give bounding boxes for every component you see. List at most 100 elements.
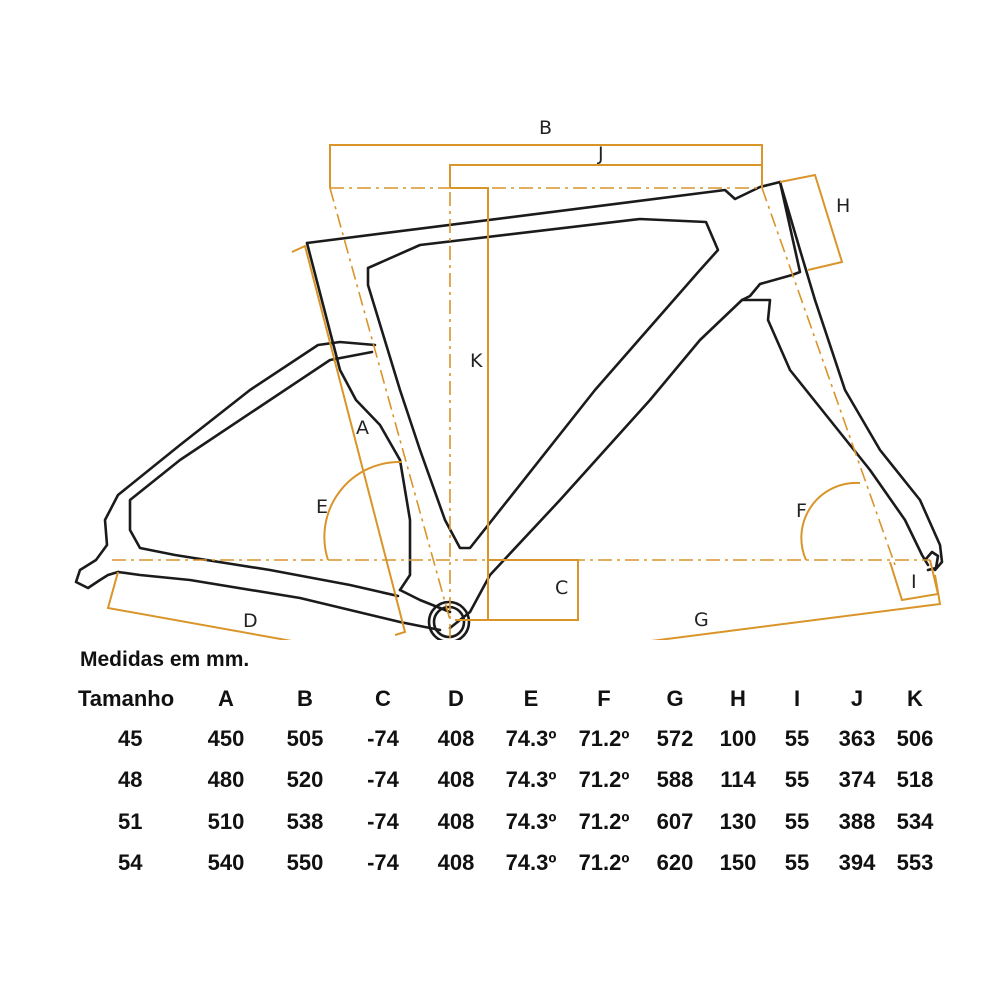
table-cell: 550: [286, 850, 324, 876]
table-cell: 150: [719, 850, 757, 876]
table-cell: 607: [656, 808, 694, 834]
table-row: 51 510 538 -74 408 74.3º 71.2º 607 130 55 388 534: [78, 801, 944, 843]
dimension-k-bracket: [450, 187, 489, 621]
bottom-bracket-circle: [427, 600, 471, 640]
size-cell: 54: [118, 850, 143, 876]
table-cell: 130: [719, 808, 757, 834]
table-cell: 588: [656, 767, 694, 793]
label-g: G: [694, 609, 709, 631]
column-header: E: [523, 686, 539, 711]
dimension-j-bracket: [449, 164, 763, 188]
head-tube-axis: [761, 187, 896, 566]
label-f: F: [796, 500, 807, 522]
table-cell: 74.3º: [505, 808, 557, 834]
table-cell: -74: [367, 808, 399, 834]
table-cell: 71.2º: [578, 850, 630, 876]
column-header: A: [218, 686, 234, 711]
table-cell: 408: [437, 808, 475, 834]
table-cell: 506: [896, 725, 934, 751]
size-cell: 48: [118, 767, 143, 793]
dimension-i-bracket: [889, 559, 940, 602]
table-cell: 553: [896, 850, 934, 876]
table-cell: 71.2º: [578, 767, 630, 793]
seat-stay-outline: [74, 340, 377, 590]
table-cell: 408: [437, 725, 475, 751]
dimension-h-bracket: [779, 173, 844, 271]
table-cell: 450: [207, 725, 245, 751]
table-row: 54 540 550 -74 408 74.3º 71.2º 620 150 55 394 553: [78, 843, 944, 885]
dimension-f-arc: [800, 481, 861, 561]
table-cell: 538: [286, 808, 324, 834]
main-triangle-inner: [366, 217, 720, 550]
label-k: K: [470, 350, 483, 372]
table-cell: 408: [437, 850, 475, 876]
lower-frame-edge: [398, 588, 452, 614]
dimension-a-bracket: [291, 244, 407, 636]
table-cell: 74.3º: [505, 725, 557, 751]
top-tube-outline: [305, 180, 802, 302]
table-cell: 55: [784, 808, 810, 834]
column-header: F: [597, 686, 611, 711]
table-cell: 572: [656, 725, 694, 751]
table-cell: 534: [896, 808, 934, 834]
bottom-bracket-inner: [432, 605, 466, 639]
table-cell: 388: [838, 808, 876, 834]
corner-header: Tamanho: [78, 686, 175, 711]
table-caption: Medidas em mm.: [80, 648, 250, 671]
label-b: B: [539, 117, 552, 139]
column-header: H: [730, 686, 746, 711]
seat-tube-axis: [329, 187, 451, 621]
column-header: I: [793, 686, 801, 711]
table-cell: -74: [367, 767, 399, 793]
table-cell: 55: [784, 767, 810, 793]
column-header: J: [850, 686, 864, 711]
table-cell: 55: [784, 725, 810, 751]
table-cell: 71.2º: [578, 725, 630, 751]
label-d: D: [243, 610, 258, 632]
size-cell: 51: [118, 808, 143, 834]
table-cell: 505: [286, 725, 324, 751]
table-cell: 74.3º: [505, 767, 557, 793]
table-cell: 55: [784, 850, 810, 876]
size-cell: 45: [118, 725, 143, 751]
chain-stay-outline: [116, 570, 442, 632]
table-cell: 71.2º: [578, 808, 630, 834]
table-cell: 394: [838, 850, 876, 876]
bike-frame-outline: [74, 180, 944, 640]
label-i: I: [911, 571, 917, 593]
table-cell: -74: [367, 850, 399, 876]
label-e: E: [316, 496, 328, 518]
table-cell: 74.3º: [505, 850, 557, 876]
column-header: D: [448, 686, 464, 711]
seat-stay-inner: [128, 350, 400, 598]
dimension-d-bracket: [106, 571, 448, 640]
head-tube-cap: [923, 550, 940, 572]
bottom-bracket-region: [448, 298, 744, 630]
table-cell: 540: [207, 850, 245, 876]
frame-geometry-diagram: B J H K A E F C I D G: [74, 117, 944, 640]
dimension-lines: [106, 144, 942, 640]
dimension-g-bracket: [450, 574, 942, 640]
table-cell: 100: [719, 725, 757, 751]
column-header: G: [666, 686, 684, 711]
down-tube-outline: [740, 298, 930, 567]
table-cell: 408: [437, 767, 475, 793]
label-a: A: [356, 417, 369, 439]
table-cell: 510: [207, 808, 245, 834]
label-j: J: [597, 143, 604, 165]
table-cell: 518: [896, 767, 934, 793]
fork-outline: [778, 180, 944, 572]
table-cell: 620: [656, 850, 694, 876]
column-header: K: [907, 686, 923, 711]
table-cell: 520: [286, 767, 324, 793]
label-c: C: [555, 577, 568, 599]
table-cell: -74: [367, 725, 399, 751]
dimension-c-bracket: [488, 559, 579, 621]
table-cell: 480: [207, 767, 245, 793]
table-cell: 114: [720, 767, 756, 793]
dimension-b-bracket: [329, 144, 763, 188]
